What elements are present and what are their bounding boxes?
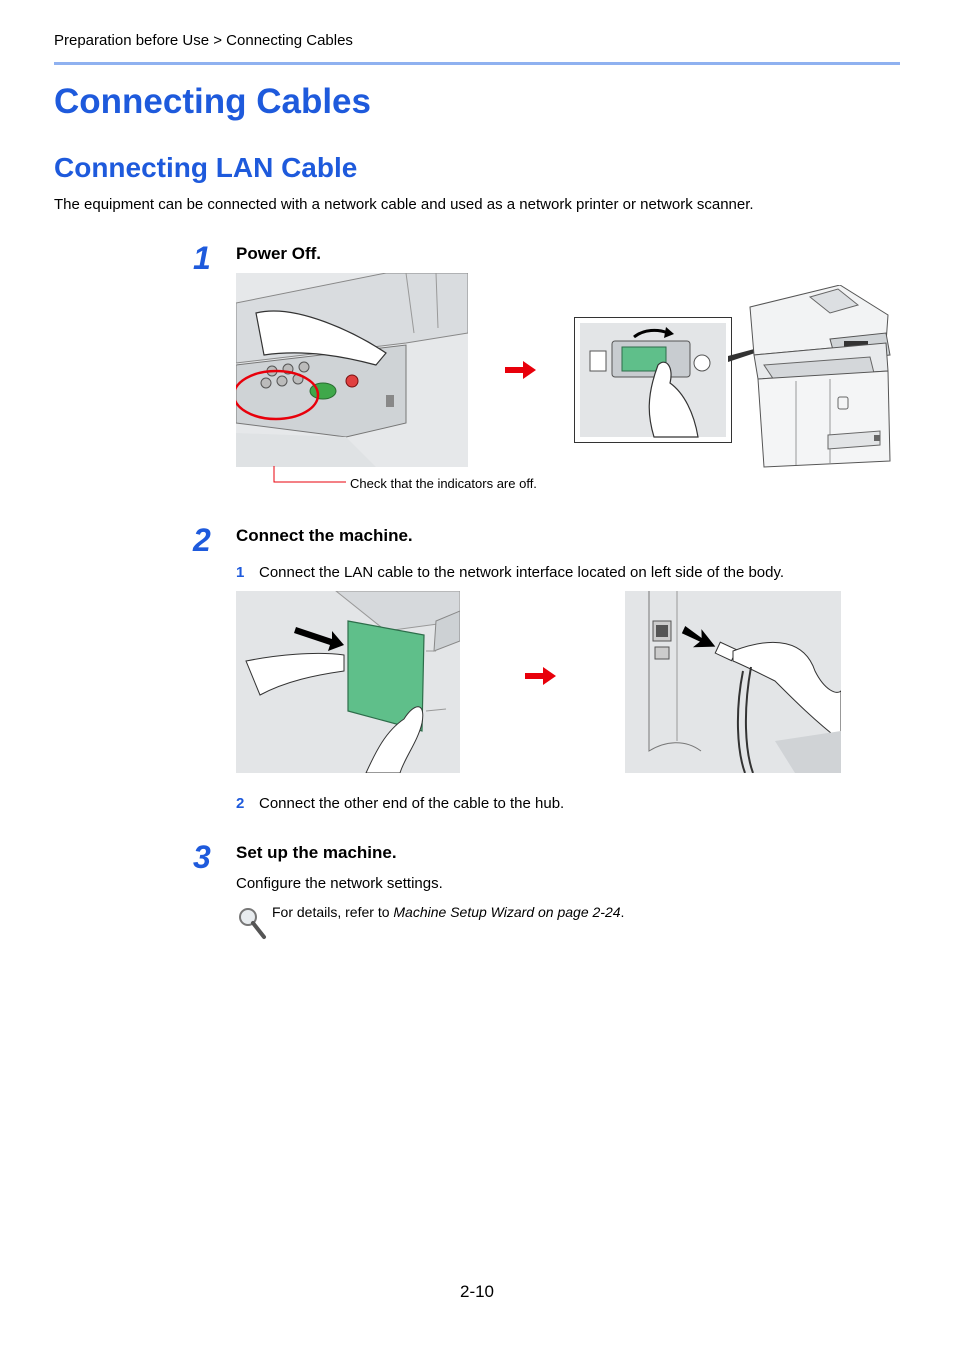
- breadcrumb: Preparation before Use > Connecting Cabl…: [54, 32, 353, 49]
- caption-leader-line: [272, 466, 347, 486]
- step-2-title: Connect the machine.: [236, 526, 413, 545]
- step-2-number: 2: [193, 522, 211, 558]
- reference-note: For details, refer to Machine Setup Wiza…: [272, 904, 624, 920]
- indicator-caption: Check that the indicators are off.: [350, 476, 537, 491]
- header-rule: [54, 62, 900, 65]
- intro-text: The equipment can be connected with a ne…: [54, 196, 754, 213]
- arrow-right-icon: [505, 361, 537, 379]
- control-panel-illustration: [236, 273, 468, 467]
- substep-2-number: 2: [236, 795, 245, 812]
- step-3-title: Set up the machine.: [236, 843, 397, 862]
- substep-1-number: 1: [236, 564, 245, 581]
- substep-1-text: Connect the LAN cable to the network int…: [259, 564, 785, 581]
- step-3-number: 3: [193, 839, 211, 875]
- page-number: 2-10: [459, 1282, 495, 1301]
- lan-port-illustration: [625, 591, 841, 773]
- substep-2-text: Connect the other end of the cable to th…: [259, 795, 565, 812]
- page-title: Connecting Cables: [54, 82, 371, 121]
- magnifier-icon: [236, 905, 268, 941]
- step-1-title: Power Off.: [236, 244, 322, 263]
- note-link[interactable]: Machine Setup Wizard on page 2-24: [393, 904, 621, 920]
- step-1-number: 1: [193, 240, 211, 276]
- side-cover-illustration: [236, 591, 460, 773]
- arrow-right-icon: [525, 667, 557, 685]
- note-prefix: For details, refer to: [272, 904, 394, 920]
- note-suffix: .: [620, 904, 625, 920]
- zoom-connector: [728, 348, 760, 368]
- mfp-machine-illustration: [740, 285, 896, 469]
- section-title: Connecting LAN Cable: [54, 152, 358, 183]
- step-3-text: Configure the network settings.: [236, 875, 443, 892]
- power-switch-illustration: [574, 317, 732, 443]
